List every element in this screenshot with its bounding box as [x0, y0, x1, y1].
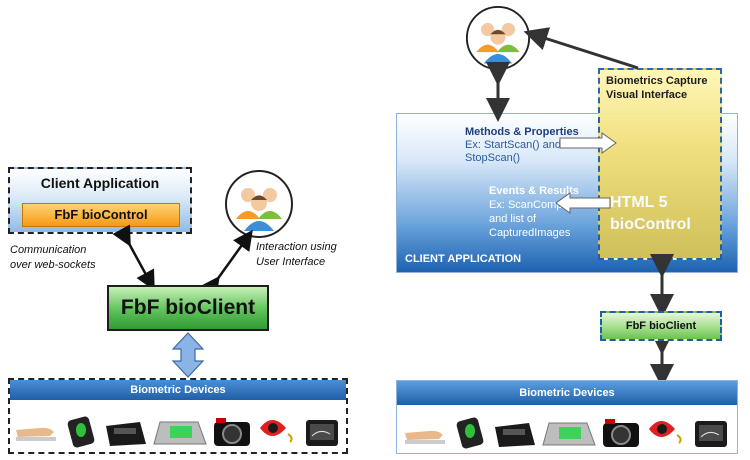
client-application-box: Client Application FbF bioControl: [8, 167, 192, 234]
devices-box-right: Biometric Devices: [396, 380, 738, 454]
card-scanner-icon: [106, 422, 146, 446]
card-scanner-icon: [495, 423, 535, 447]
comm-arrow: [112, 224, 155, 291]
iris-icon: [649, 421, 682, 444]
interaction-label: Interaction using User Interface: [256, 240, 337, 270]
interaction-line-1: Interaction using: [256, 241, 337, 253]
capture-interface-box: Biometrics Capture Visual Interface HTML…: [598, 68, 722, 260]
html5-label: HTML 5 bioControl: [610, 192, 691, 236]
devices-title-right: Biometric Devices: [519, 387, 615, 399]
comm-line-1: Communication: [10, 244, 87, 256]
signature-pad-icon: [695, 421, 727, 447]
comm-line-2: over web-sockets: [10, 259, 96, 271]
interaction-arrow: [200, 229, 253, 298]
methods-arrow: [559, 132, 617, 154]
fingerprint-reader-icon: [67, 416, 95, 448]
devices-title-left: Biometric Devices: [130, 384, 226, 396]
communication-label: Communication over web-sockets: [10, 243, 96, 273]
capture-line-2: Visual Interface: [606, 89, 688, 101]
palm-scanner-icon: [153, 421, 207, 445]
capture-user-arrow: [523, 27, 639, 70]
hand-icon: [16, 427, 56, 441]
events-ex-3: CapturedImages: [489, 227, 571, 239]
capture-line-1: Biometrics Capture: [606, 75, 708, 87]
left-arrows: [112, 224, 253, 378]
methods-ex-2: StopScan(): [465, 152, 521, 164]
right-arrows: [486, 27, 674, 388]
users-icon: [225, 170, 293, 238]
events-title: Events & Results: [489, 185, 579, 197]
biocontrol-box: FbF bioControl: [22, 203, 180, 227]
client-application-caption: CLIENT APPLICATION: [405, 253, 522, 265]
html5-line-1: HTML 5: [610, 194, 668, 211]
biocontrol-label: FbF bioControl: [54, 207, 148, 222]
html5-line-2: bioControl: [610, 216, 691, 233]
device-icons-right: [405, 417, 727, 449]
devices-box-left: Biometric Devices: [8, 378, 348, 454]
device-icons-left: [16, 416, 338, 448]
interaction-line-2: User Interface: [256, 256, 326, 268]
methods-ex-1: Ex: StartScan() and: [465, 139, 561, 151]
devices-title-bar-left: Biometric Devices: [10, 380, 346, 400]
bioclient-box-right: FbF bioClient: [600, 311, 722, 341]
bioclient-label-right: FbF bioClient: [625, 320, 697, 332]
methods-title: Methods & Properties: [465, 126, 579, 138]
camera-icon: [214, 418, 250, 446]
users-icon-right: [465, 5, 531, 71]
bioclient-label-left: FbF bioClient: [120, 296, 256, 319]
events-arrow: [555, 192, 611, 214]
hand-icon: [405, 430, 445, 444]
fingerprint-reader-icon: [456, 417, 484, 449]
signature-pad-icon: [306, 420, 338, 446]
palm-scanner-icon: [542, 422, 596, 446]
block-arrow: [171, 332, 205, 378]
client-application-title: Client Application: [40, 175, 160, 191]
capture-title: Biometrics Capture Visual Interface: [600, 70, 720, 102]
devices-title-bar-right: Biometric Devices: [397, 381, 737, 405]
bioclient-box-left: FbF bioClient: [107, 285, 269, 331]
events-ex-2: and list of: [489, 213, 537, 225]
iris-icon: [260, 420, 293, 443]
camera-icon: [603, 419, 639, 447]
methods-block: Methods & Properties Ex: StartScan() and…: [465, 126, 579, 165]
